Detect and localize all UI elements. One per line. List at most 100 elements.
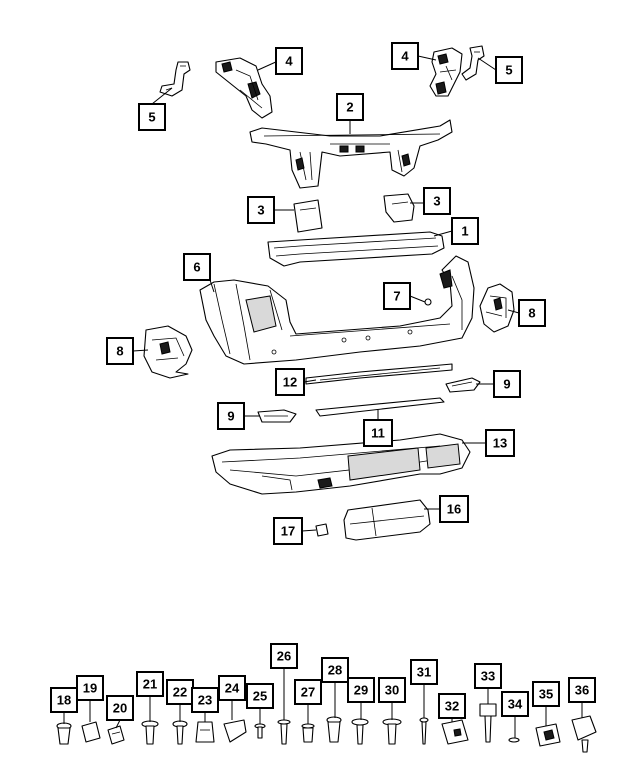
fastener-20 — [107, 725, 125, 745]
leader-lines — [63, 55, 583, 738]
part-16-skid-plate — [343, 499, 431, 541]
callout-5-left: 5 — [138, 103, 166, 131]
callout-8-right: 8 — [518, 299, 546, 327]
part-5-right-bracket — [461, 45, 485, 81]
part-9-left-reflector — [257, 409, 297, 423]
svg-text:21: 21 — [143, 677, 157, 692]
part-12-trim-strip — [305, 363, 453, 385]
fastener-32 — [441, 719, 469, 745]
svg-text:32: 32 — [445, 699, 459, 714]
part-6-bumper-fascia — [199, 255, 475, 365]
callout-30: 30 — [378, 677, 406, 703]
svg-text:17: 17 — [281, 524, 295, 539]
part-8-left-bracket — [143, 325, 193, 379]
svg-text:28: 28 — [328, 663, 342, 678]
svg-text:2: 2 — [346, 100, 353, 115]
fastener-34 — [508, 737, 520, 743]
part-4-left-bracket — [215, 57, 273, 119]
callout-3-left: 3 — [247, 196, 275, 224]
fastener-18 — [56, 722, 72, 745]
svg-text:25: 25 — [253, 689, 267, 704]
svg-text:1: 1 — [461, 224, 468, 239]
svg-text:7: 7 — [393, 289, 400, 304]
callout-23: 23 — [191, 687, 219, 713]
svg-text:5: 5 — [148, 110, 155, 125]
fastener-27 — [301, 723, 315, 743]
part-17-cap — [315, 523, 329, 537]
svg-text:12: 12 — [283, 375, 297, 390]
fastener-28 — [326, 716, 342, 743]
fastener-33 — [479, 703, 497, 743]
svg-text:9: 9 — [227, 409, 234, 424]
callout-1: 1 — [451, 217, 479, 245]
part-4-right-bracket — [429, 47, 463, 97]
fastener-21 — [141, 720, 159, 745]
part-3-left-absorber — [293, 199, 323, 233]
callout-20: 20 — [106, 695, 134, 721]
callout-16: 16 — [439, 495, 469, 523]
callout-7: 7 — [383, 282, 411, 310]
callout-25: 25 — [246, 683, 274, 709]
svg-text:16: 16 — [447, 502, 461, 517]
fastener-26 — [277, 719, 291, 745]
fastener-35 — [535, 723, 561, 747]
callout-36: 36 — [568, 677, 596, 703]
svg-text:35: 35 — [539, 687, 553, 702]
svg-text:22: 22 — [173, 685, 187, 700]
part-1-reinforcement-beam — [267, 231, 445, 267]
svg-text:19: 19 — [83, 681, 97, 696]
callout-35: 35 — [532, 681, 560, 707]
callout-29: 29 — [347, 677, 375, 703]
svg-text:3: 3 — [257, 203, 264, 218]
callout-19: 19 — [76, 675, 104, 701]
callout-9-left: 9 — [217, 402, 245, 430]
callout-21: 21 — [136, 671, 164, 697]
callout-28: 28 — [321, 657, 349, 683]
svg-text:36: 36 — [575, 683, 589, 698]
callout-32: 32 — [438, 693, 466, 719]
svg-text:27: 27 — [301, 685, 315, 700]
part-3-right-absorber — [383, 193, 415, 223]
svg-text:11: 11 — [371, 426, 385, 441]
svg-text:24: 24 — [225, 681, 240, 696]
fastener-25 — [254, 723, 266, 739]
callout-9-right: 9 — [493, 370, 521, 398]
part-9-right-reflector — [445, 377, 481, 393]
callout-4-left: 4 — [275, 47, 303, 75]
svg-text:3: 3 — [433, 194, 440, 209]
fastener-19 — [81, 721, 101, 743]
svg-text:13: 13 — [493, 436, 507, 451]
fastener-36 — [571, 715, 597, 753]
callout-27: 27 — [294, 679, 322, 705]
callout-33: 33 — [474, 663, 502, 689]
part-7-clip — [424, 298, 432, 306]
svg-text:29: 29 — [354, 683, 368, 698]
svg-text:5: 5 — [505, 63, 512, 78]
fastener-22 — [172, 720, 188, 745]
svg-text:18: 18 — [57, 693, 71, 708]
fastener-23 — [195, 721, 215, 743]
part-2-bumper-support — [249, 119, 453, 189]
fastener-29 — [351, 718, 369, 745]
part-5-left-bracket — [159, 61, 191, 97]
svg-text:4: 4 — [401, 49, 409, 64]
svg-text:8: 8 — [528, 306, 535, 321]
part-8-right-bracket — [479, 283, 515, 333]
svg-text:30: 30 — [385, 683, 399, 698]
part-13-lower-fascia — [211, 433, 471, 495]
callout-22: 22 — [166, 679, 194, 705]
svg-text:23: 23 — [198, 693, 212, 708]
svg-text:6: 6 — [193, 260, 200, 275]
svg-text:34: 34 — [508, 697, 523, 712]
fastener-24 — [223, 719, 247, 743]
callout-13: 13 — [485, 429, 515, 457]
callout-17: 17 — [273, 517, 303, 545]
part-11-lower-trim — [315, 397, 445, 417]
callout-5-right: 5 — [495, 56, 523, 84]
fastener-31 — [419, 717, 429, 745]
svg-text:9: 9 — [503, 377, 510, 392]
callout-6: 6 — [183, 253, 211, 281]
callout-4-right: 4 — [391, 42, 419, 70]
svg-text:31: 31 — [417, 665, 431, 680]
